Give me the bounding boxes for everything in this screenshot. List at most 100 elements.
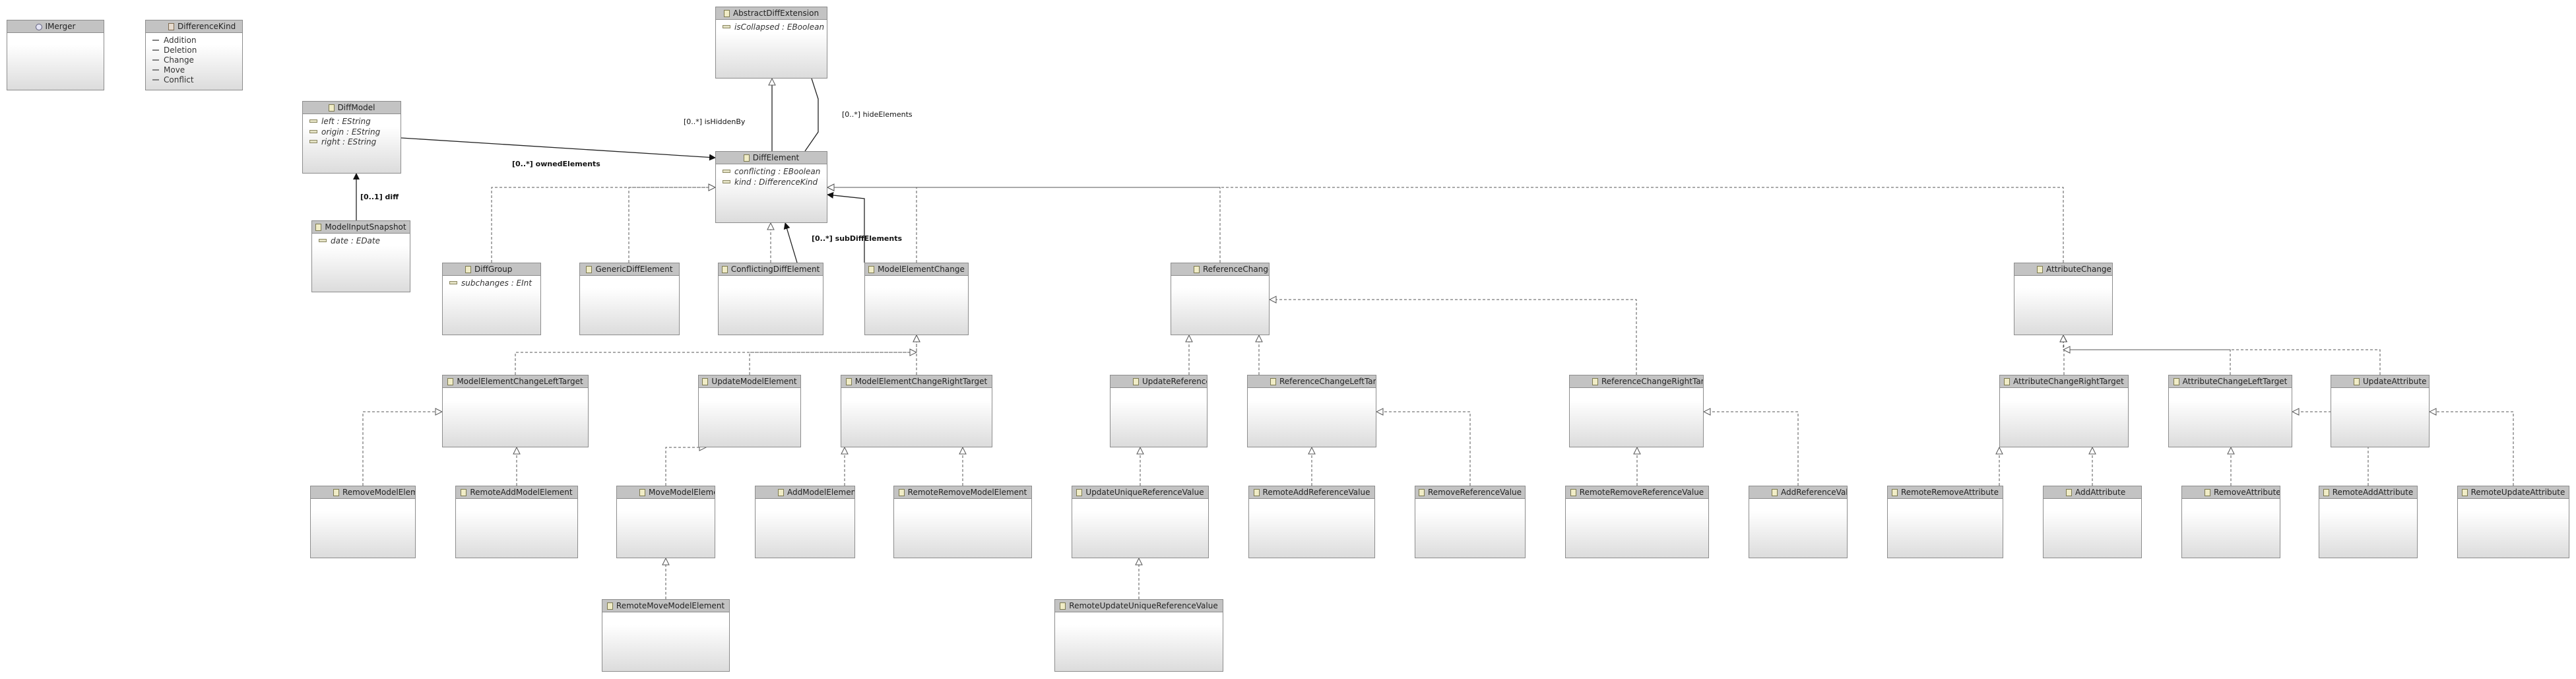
attribute: origin : EString: [309, 127, 397, 138]
class-updatemodelelement[interactable]: UpdateModelElement: [698, 375, 801, 447]
class-modelelementchangerighttarget[interactable]: ModelElementChangeRightTarget: [841, 375, 992, 447]
extension-hide-elements-line: [804, 78, 819, 152]
class-name: RemoteAddModelElement: [470, 488, 573, 497]
inherit-modelelementchange-line: [827, 187, 917, 263]
class-name: DiffGroup: [474, 265, 513, 274]
class-name: UpdateAttribute: [2363, 377, 2427, 386]
class-header: IMerger: [7, 20, 104, 33]
class-diffelement[interactable]: DiffElement conflicting : EBoolean kind …: [715, 151, 827, 223]
inherit-diffgroup-line: [491, 187, 715, 263]
class-icon: [606, 602, 613, 610]
class-header: DiffGroup: [443, 263, 540, 276]
class-name: DiffModel: [337, 103, 375, 112]
label-owned-elements: [0..*] ownedElements: [512, 160, 600, 168]
class-name: RemoteAddAttribute: [2332, 488, 2414, 497]
class-name: MoveModelElement: [649, 488, 715, 497]
class-removemodelelement[interactable]: RemoveModelElement: [310, 486, 416, 558]
class-name: AddAttribute: [2075, 488, 2126, 497]
attribute-list: conflicting : EBoolean kind : Difference…: [716, 164, 827, 187]
class-name: ReferenceChangeRightTarget: [1601, 377, 1703, 386]
literal-icon: [152, 69, 159, 71]
class-conflictingdiffelement[interactable]: ConflictingDiffElement: [718, 263, 823, 335]
class-genericdiffelement[interactable]: GenericDiffElement: [579, 263, 680, 335]
class-attributechange[interactable]: AttributeChange: [2014, 263, 2113, 335]
class-remoteupdateattribute[interactable]: RemoteUpdateAttribute: [2457, 486, 2569, 558]
class-modelelementchangelefttarget[interactable]: ModelElementChangeLeftTarget: [442, 375, 589, 447]
attribute-icon: [309, 129, 317, 133]
class-name: AddReferenceValue: [1781, 488, 1847, 497]
class-header: RemoveModelElement: [311, 486, 415, 499]
class-header: RemoteRemoveModelElement: [894, 486, 1031, 499]
class-attributechangelefttarget[interactable]: AttributeChangeLeftTarget: [2168, 375, 2292, 447]
inherit-referencechange-line: [827, 187, 1221, 263]
class-remoteremovemodelelement[interactable]: RemoteRemoveModelElement: [893, 486, 1032, 558]
class-updatereference[interactable]: UpdateReference: [1110, 375, 1208, 447]
class-header: ModelElementChange: [865, 263, 968, 276]
class-icon: [721, 266, 728, 273]
class-referencechangelefttarget[interactable]: ReferenceChangeLeftTarget: [1247, 375, 1376, 447]
label-diff: [0..1] diff: [360, 193, 399, 201]
inherit-genericdiffelement-line: [628, 187, 715, 263]
class-referencechange[interactable]: ReferenceChange: [1171, 263, 1270, 335]
class-header: AttributeChangeRightTarget: [2000, 375, 2128, 388]
class-name: UpdateModelElement: [711, 377, 797, 386]
class-header: ReferenceChangeLeftTarget: [1248, 375, 1376, 388]
class-remoteaddmodelelement[interactable]: RemoteAddModelElement: [455, 486, 578, 558]
class-diffmodel[interactable]: DiffModel left : EString origin : EStrin…: [302, 101, 401, 174]
class-remoteupdateuniquereferencevalue[interactable]: RemoteUpdateUniqueReferenceValue: [1054, 599, 1223, 672]
class-name: IMerger: [45, 22, 76, 31]
class-attributechangerighttarget[interactable]: AttributeChangeRightTarget: [1999, 375, 2129, 447]
class-icon: [2461, 489, 2468, 496]
attribute-icon: [319, 239, 327, 242]
interface-icon: [35, 24, 42, 30]
class-movemodelelement[interactable]: MoveModelElement: [616, 486, 715, 558]
class-icon: [1418, 489, 1425, 496]
class-icon: [723, 10, 730, 17]
class-removeattribute[interactable]: RemoveAttribute: [2181, 486, 2280, 558]
class-remoteremovereferencevalue[interactable]: RemoteRemoveReferenceValue: [1565, 486, 1709, 558]
inherit-aclt-line: [2063, 335, 2231, 375]
class-addattribute[interactable]: AddAttribute: [2043, 486, 2142, 558]
class-removereferencevalue[interactable]: RemoveReferenceValue: [1415, 486, 1526, 558]
class-modelinputsnapshot[interactable]: ModelInputSnapshot date : EDate: [311, 220, 410, 292]
inherit-updateattribute-line: [2063, 350, 2381, 375]
class-modelelementchange[interactable]: ModelElementChange: [864, 263, 969, 335]
class-icon: [2173, 378, 2179, 385]
class-remoteaddreferencevalue[interactable]: RemoteAddReferenceValue: [1248, 486, 1375, 558]
enum-differencekind[interactable]: DifferenceKind Addition Deletion Change …: [145, 20, 243, 90]
class-name: RemoteRemoveReferenceValue: [1579, 488, 1704, 497]
class-updateuniquereferencevalue[interactable]: UpdateUniqueReferenceValue: [1072, 486, 1209, 558]
attribute: left : EString: [309, 117, 397, 127]
class-updateattribute[interactable]: UpdateAttribute: [2331, 375, 2430, 447]
class-name: ModelInputSnapshot: [325, 222, 406, 232]
enum-literal: Addition: [152, 36, 238, 46]
attribute-list: left : EString origin : EString right : …: [303, 114, 401, 148]
class-addmodelelement[interactable]: AddModelElement: [755, 486, 855, 558]
class-name: ModelElementChangeRightTarget: [854, 377, 988, 386]
attribute-icon: [449, 281, 457, 284]
class-imerger[interactable]: IMerger: [7, 20, 104, 90]
class-icon: [702, 378, 709, 385]
attribute: subchanges : EInt: [449, 278, 536, 289]
class-remoteremoveattribute[interactable]: RemoteRemoveAttribute: [1887, 486, 2003, 558]
class-abstractdiffextension[interactable]: AbstractDiffExtension isCollapsed : EBoo…: [715, 7, 827, 79]
label-hide-elements: [0..*] hideElements: [842, 110, 913, 119]
attribute-icon: [723, 25, 730, 28]
class-referencechangerighttarget[interactable]: ReferenceChangeRightTarget: [1569, 375, 1704, 447]
class-diffgroup[interactable]: DiffGroup subchanges : EInt: [442, 263, 541, 335]
class-remotemovemodelelement[interactable]: RemoteMoveModelElement: [602, 599, 730, 672]
attribute-icon: [309, 119, 317, 123]
class-header: DifferenceKind: [146, 20, 242, 33]
class-addreferencevalue[interactable]: AddReferenceValue: [1749, 486, 1848, 558]
class-icon: [2066, 489, 2072, 496]
class-remoteaddattribute[interactable]: RemoteAddAttribute: [2319, 486, 2418, 558]
class-icon: [845, 378, 852, 385]
attribute: date : EDate: [319, 236, 406, 247]
class-name: ModelElementChange: [878, 265, 965, 274]
attribute: conflicting : EBoolean: [723, 167, 823, 178]
attribute: right : EString: [309, 137, 397, 148]
class-name: ReferenceChange: [1203, 265, 1269, 274]
class-header: ReferenceChangeRightTarget: [1570, 375, 1703, 388]
inherit-remoteupdateattribute-line: [2430, 412, 2514, 486]
class-header: UpdateAttribute: [2331, 375, 2429, 388]
